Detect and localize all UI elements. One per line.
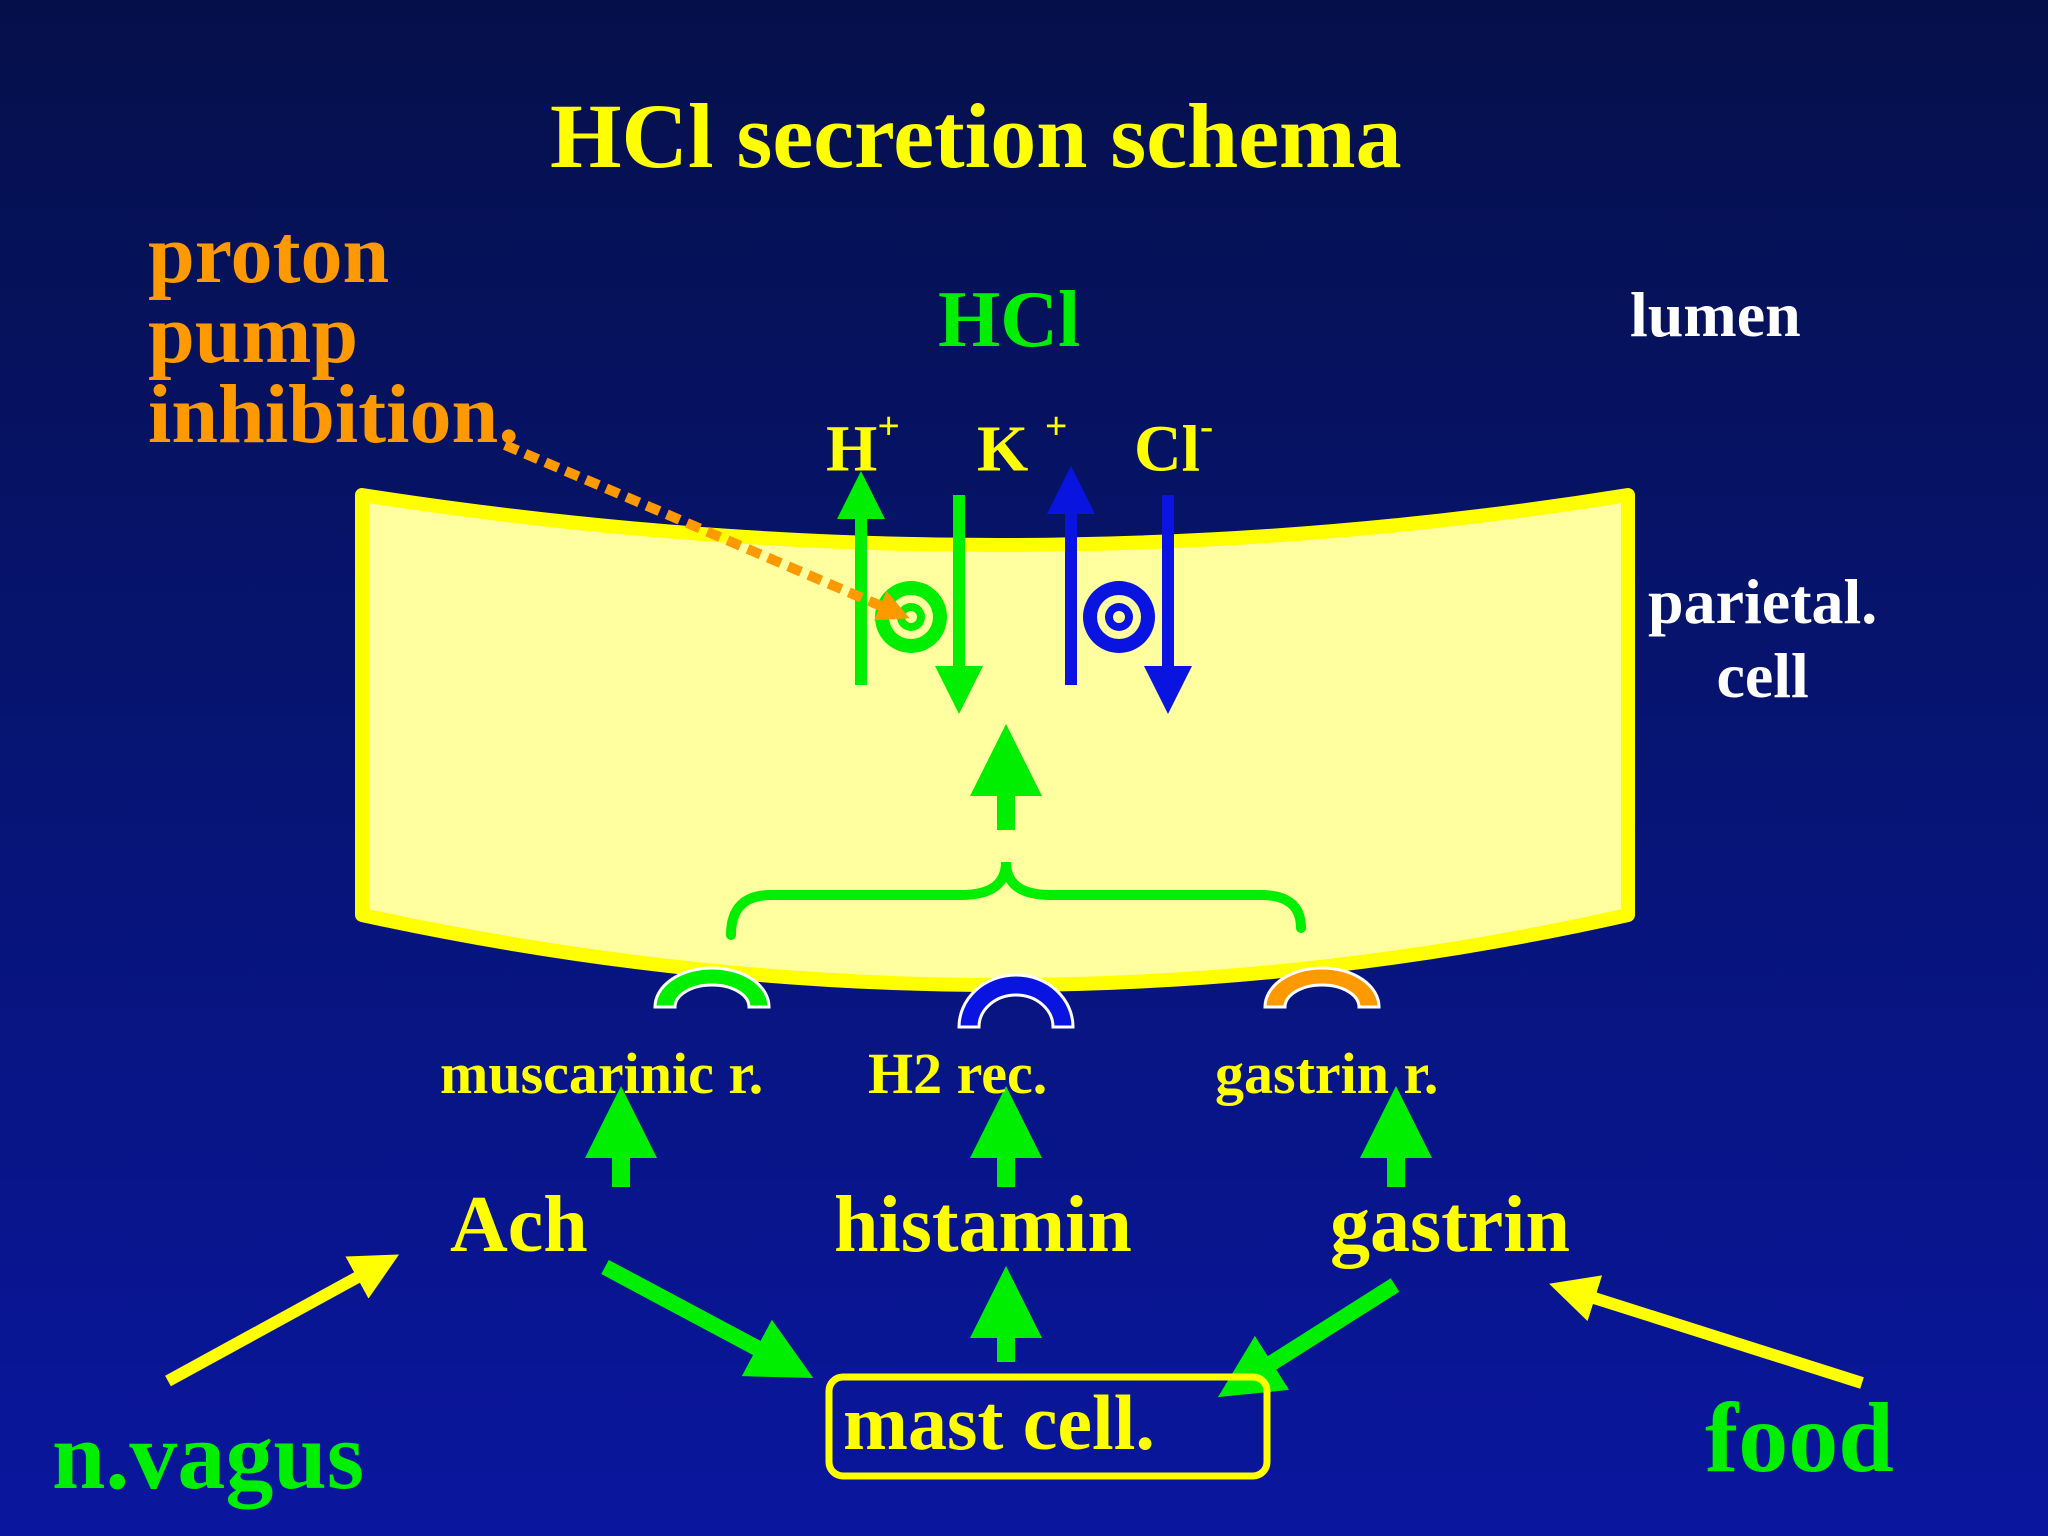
h-plus-charge: + <box>877 404 900 448</box>
gastrin-to-mast-cell-arrow <box>1217 1278 1400 1398</box>
h-plus-label: H+ <box>826 404 900 486</box>
food-to-gastrin-arrow <box>1549 1275 1864 1389</box>
convergence-brace <box>726 861 1306 940</box>
histamin-label: histamin <box>834 1181 1132 1269</box>
drug-label: proton pump inhibition. <box>148 208 520 461</box>
ach-label: Ach <box>450 1181 588 1269</box>
lumen-label: lumen <box>1630 279 1801 350</box>
h-plus-base: H <box>826 412 878 486</box>
inhibition-arrow <box>503 440 910 621</box>
h2-receptor-icon <box>957 973 1075 1029</box>
parietal-cell-label-line2: cell <box>1716 639 1809 711</box>
vagus-label: n.vagus <box>52 1402 365 1509</box>
parietal-cell-shape <box>355 488 1635 992</box>
proton-pump-icon <box>875 581 947 653</box>
muscarinic-receptor-icon <box>653 966 771 1009</box>
mast-cell-box <box>825 1373 1271 1480</box>
cl-minus-charge: - <box>1200 404 1214 448</box>
product-label: HCl <box>938 276 1081 364</box>
mast-cell-label: mast cell. <box>843 1379 1155 1466</box>
drug-label-line2: pump <box>148 287 359 381</box>
gastrin-label: gastrin <box>1330 1181 1570 1269</box>
k-plus-label: K + <box>977 404 1068 486</box>
page-title: HCl secretion schema <box>550 85 1402 187</box>
cl-minus-label: Cl- <box>1134 404 1214 486</box>
vagus-to-ach-arrow <box>165 1254 400 1387</box>
k-plus-charge: + <box>1044 404 1068 448</box>
h2-receptor-label: H2 rec. <box>868 1041 1048 1106</box>
cl-minus-base: Cl <box>1134 412 1200 486</box>
gastrin-receptor-icon <box>1263 966 1381 1009</box>
drug-label-line1: proton <box>148 208 390 301</box>
food-label: food <box>1705 1382 1894 1493</box>
k-plus-base: K <box>977 412 1029 486</box>
parietal-cell-label: parietal. cell <box>1648 565 1877 712</box>
muscarinic-receptor-label: muscarinic r. <box>440 1041 764 1106</box>
ion-channel-icon <box>1083 581 1155 653</box>
ach-to-mast-cell-arrow <box>601 1259 814 1379</box>
gastrin-receptor-label: gastrin r. <box>1215 1041 1439 1106</box>
parietal-cell-label-line1: parietal. <box>1648 566 1878 637</box>
drug-label-line3: inhibition. <box>148 367 520 461</box>
